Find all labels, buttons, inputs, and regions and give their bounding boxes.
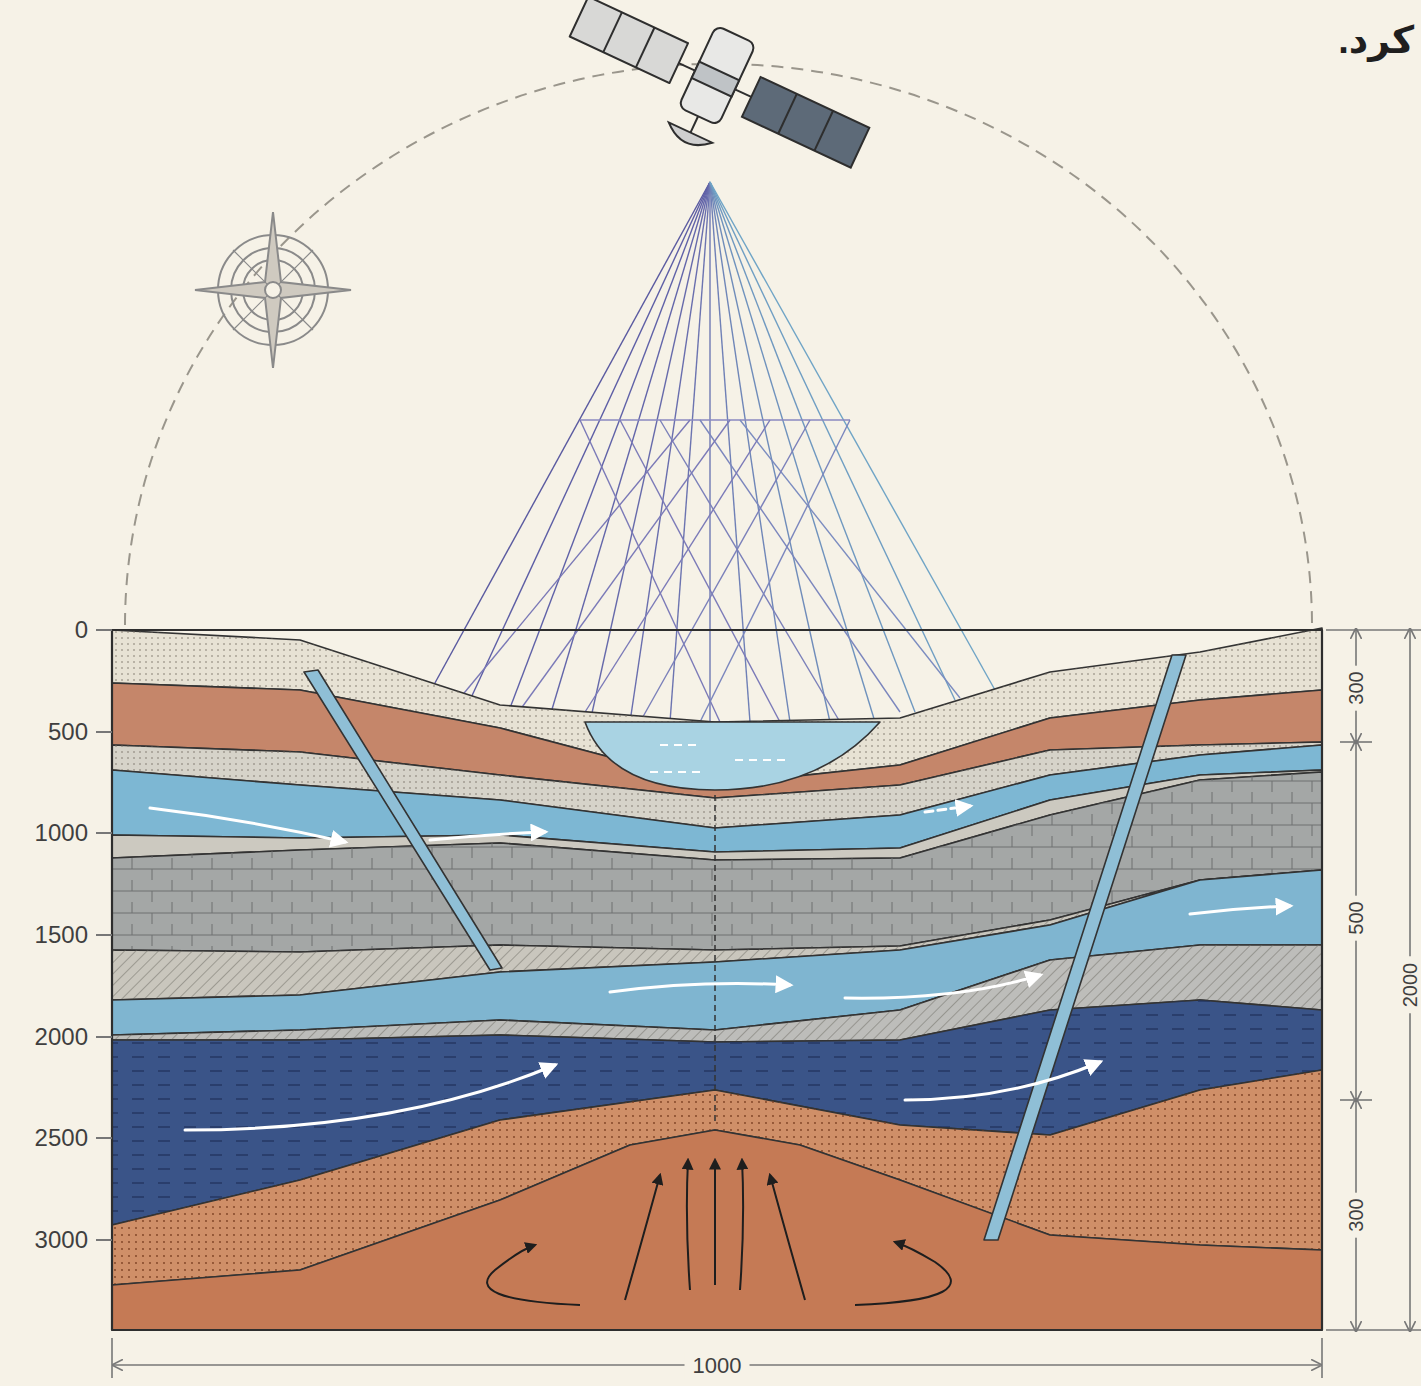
dimension-label: 2000: [35, 1025, 88, 1049]
dimension-label: 1000: [35, 821, 88, 845]
dimension-label: 300: [1344, 665, 1368, 710]
dimension-label: 1500: [35, 923, 88, 947]
dimension-label: 500: [1344, 895, 1368, 940]
heading-fragment: کرد.: [1338, 21, 1414, 59]
dimension-label: 1000: [685, 1353, 750, 1379]
dimension-label: 300: [1344, 1192, 1368, 1237]
dimension-label: 2000: [1398, 957, 1421, 1014]
dimension-label: 500: [48, 720, 88, 744]
dimension-label: 3000: [35, 1228, 88, 1252]
dimension-label: 2500: [35, 1126, 88, 1150]
dimension-label: 0: [75, 618, 88, 642]
